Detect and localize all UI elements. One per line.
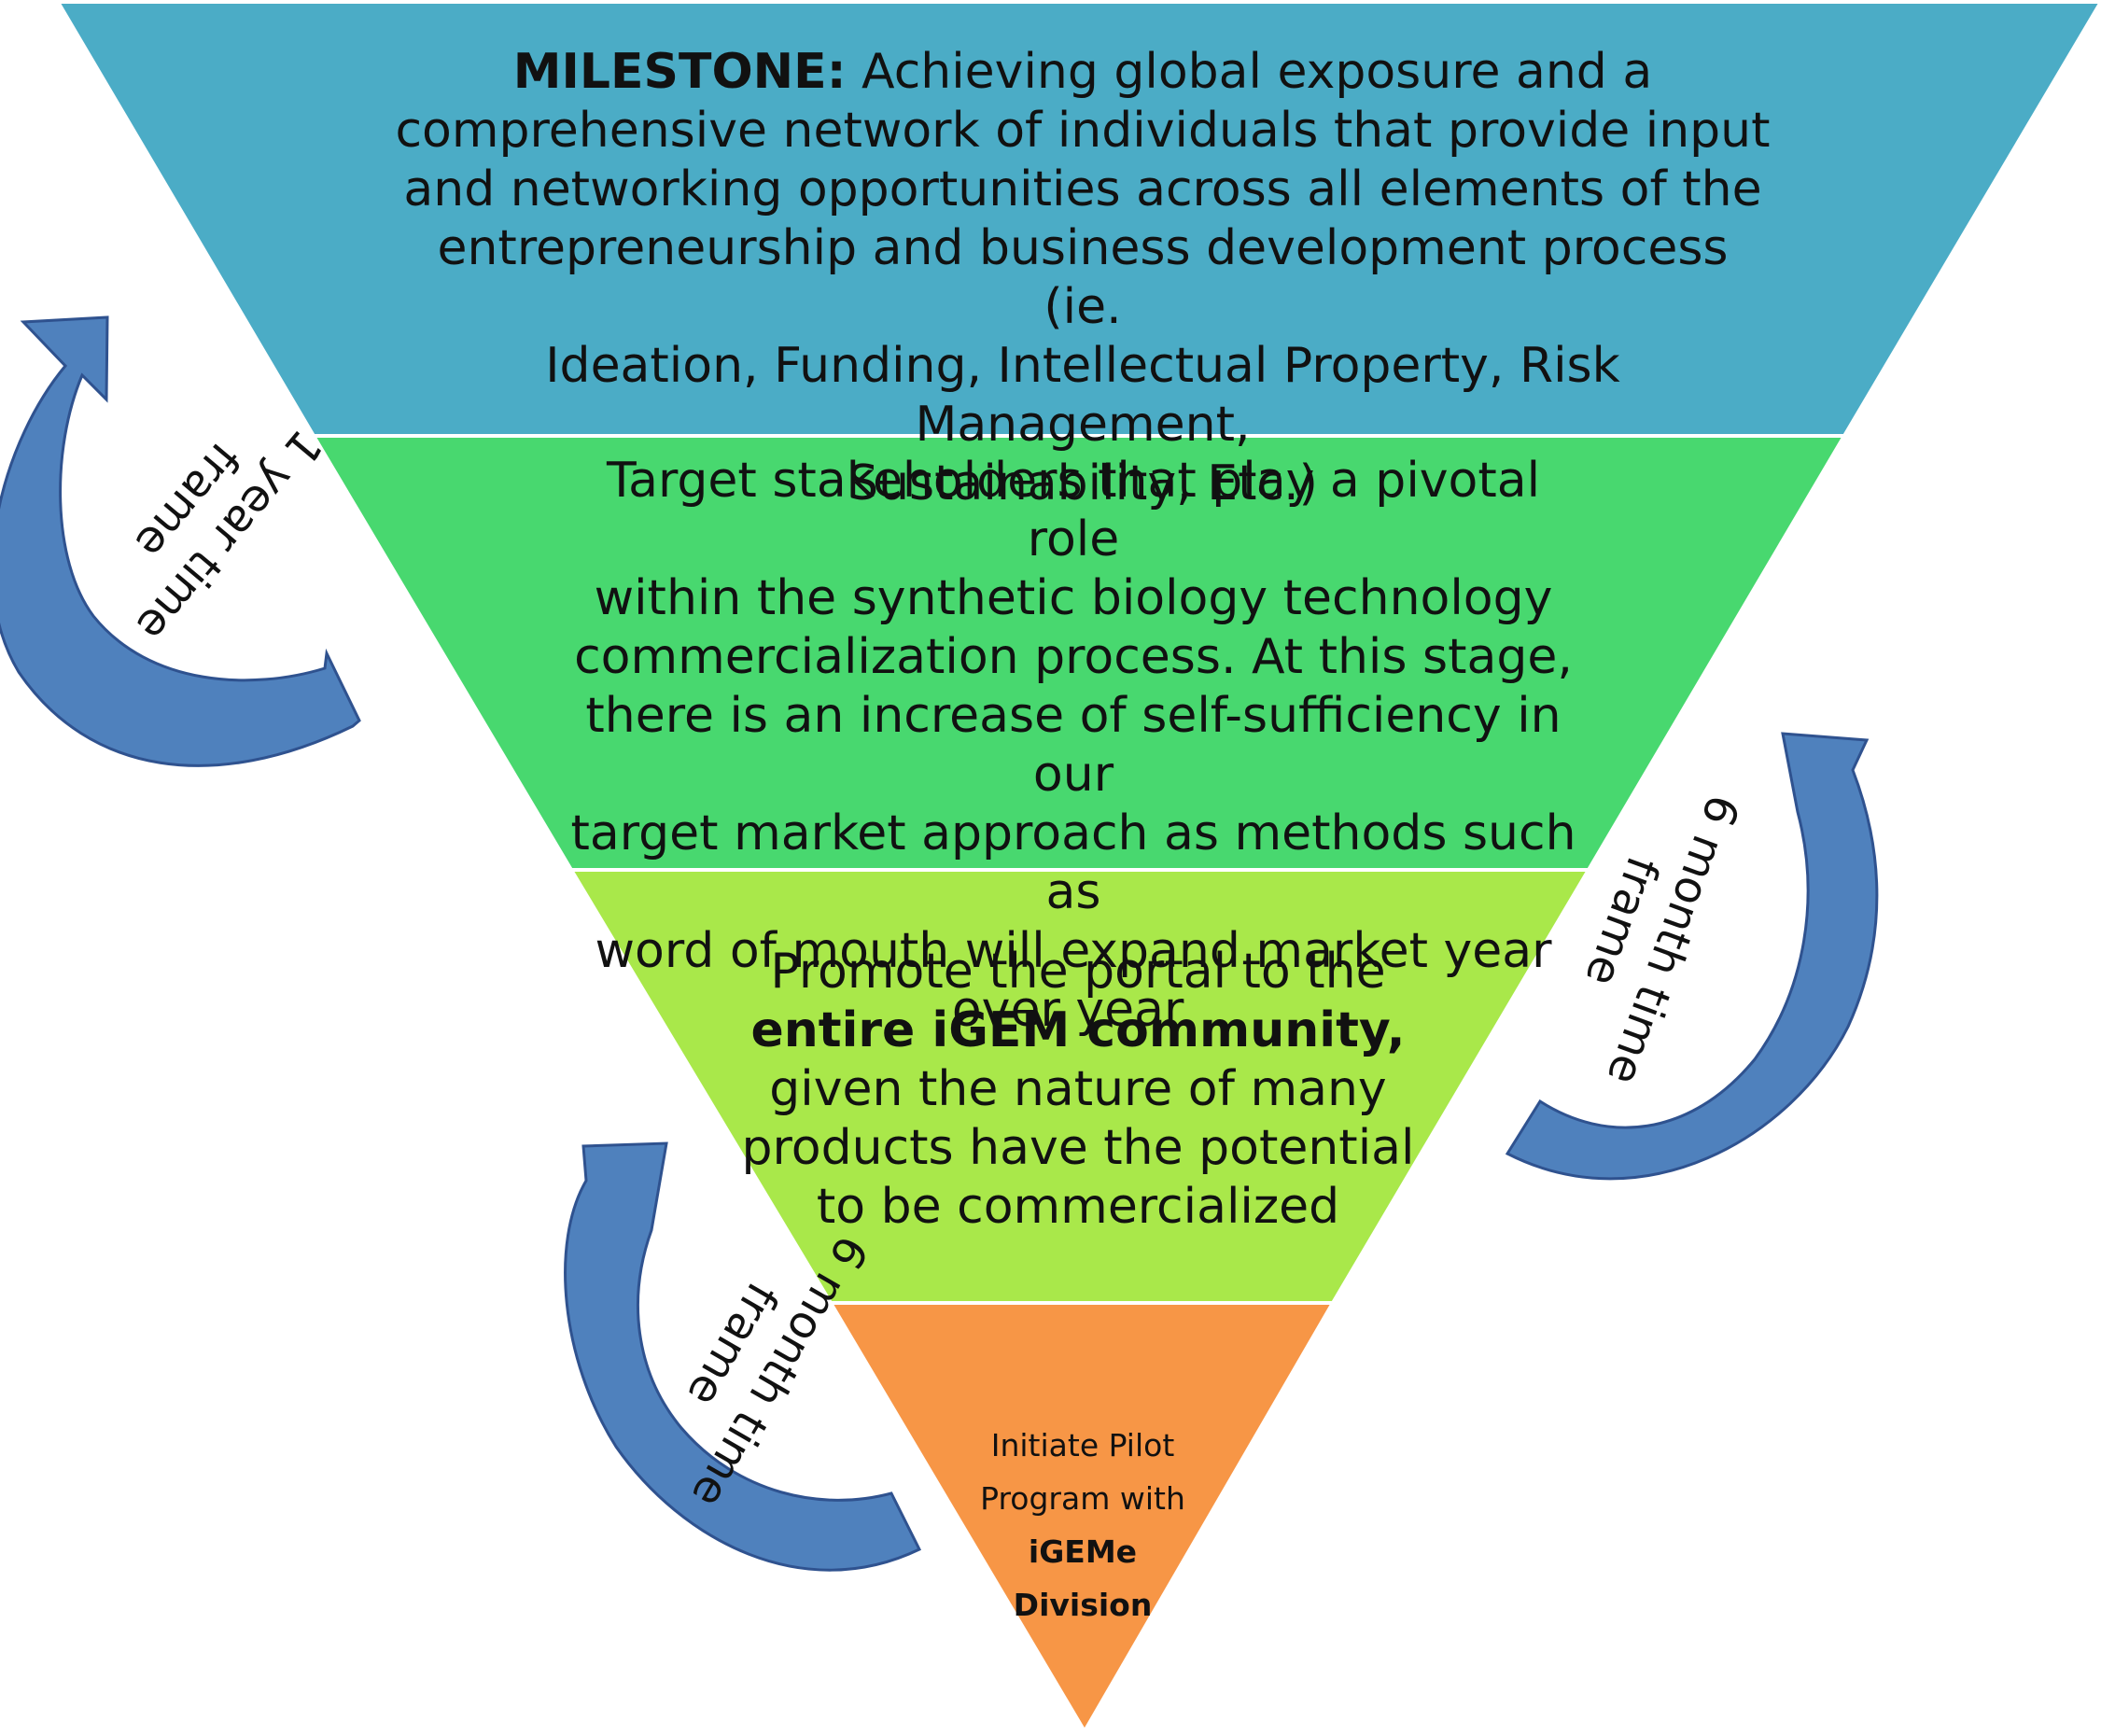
milestone-line-1-rest: Achieving global exposure and a bbox=[846, 44, 1653, 100]
stakeholders-line-3: commercialization process. At this stage… bbox=[574, 629, 1573, 685]
pilot-line-2: Program with bbox=[980, 1480, 1185, 1517]
stakeholders-line-4: there is an increase of self-sufficiency… bbox=[585, 688, 1562, 803]
promote-line-1: Promote the portal to the bbox=[770, 944, 1386, 1000]
pilot-bold-line-2: Division bbox=[1013, 1587, 1153, 1623]
pilot-line-1: Initiate Pilot bbox=[990, 1427, 1175, 1463]
milestone-line-5: Ideation, Funding, Intellectual Property… bbox=[545, 338, 1620, 453]
promote-line-3: given the nature of many bbox=[769, 1061, 1387, 1117]
cycle-arrow-right-icon bbox=[1505, 732, 1879, 1181]
milestone-line-3: and networking opportunities across all … bbox=[403, 161, 1762, 217]
cycle-arrow-upper-left-icon bbox=[0, 315, 361, 767]
cycle-arrow-lower-left-icon bbox=[564, 1141, 922, 1572]
pilot-text: Initiate Pilot Program with iGEMe Divisi… bbox=[943, 1419, 1223, 1631]
milestone-label: MILESTONE: bbox=[512, 44, 847, 100]
promote-line-5: to be commercialized bbox=[816, 1179, 1340, 1235]
promote-bold-line: entire iGEM community, bbox=[750, 1002, 1406, 1058]
milestone-line-4: entrepreneurship and business developmen… bbox=[437, 220, 1729, 335]
stakeholders-line-7: over year. bbox=[951, 982, 1196, 1038]
milestone-line-6: Sustainability, Etc.) bbox=[847, 455, 1318, 511]
tier-pilot bbox=[827, 1301, 1337, 1735]
stakeholders-line-5: target market approach as methods such a… bbox=[570, 805, 1576, 920]
stakeholders-line-6: word of mouth will expand market year bbox=[595, 923, 1552, 979]
milestone-line-1: MILESTONE: Achieving global exposure and… bbox=[392, 43, 1773, 102]
stakeholders-line-2: within the synthetic biology technology bbox=[594, 570, 1553, 626]
stakeholders-text: Target stakeholders that play a pivotal … bbox=[560, 452, 1587, 1040]
milestone-line-2: comprehensive network of individuals tha… bbox=[395, 103, 1771, 159]
promote-text: Promote the portal to the entire iGEM co… bbox=[728, 943, 1428, 1237]
pilot-bold-line-1: iGEMe bbox=[1028, 1533, 1138, 1570]
promote-line-4: products have the potential bbox=[741, 1120, 1415, 1176]
milestone-text: MILESTONE: Achieving global exposure and… bbox=[392, 43, 1773, 513]
stakeholders-line-1: Target stakeholders that play a pivotal … bbox=[606, 453, 1541, 567]
